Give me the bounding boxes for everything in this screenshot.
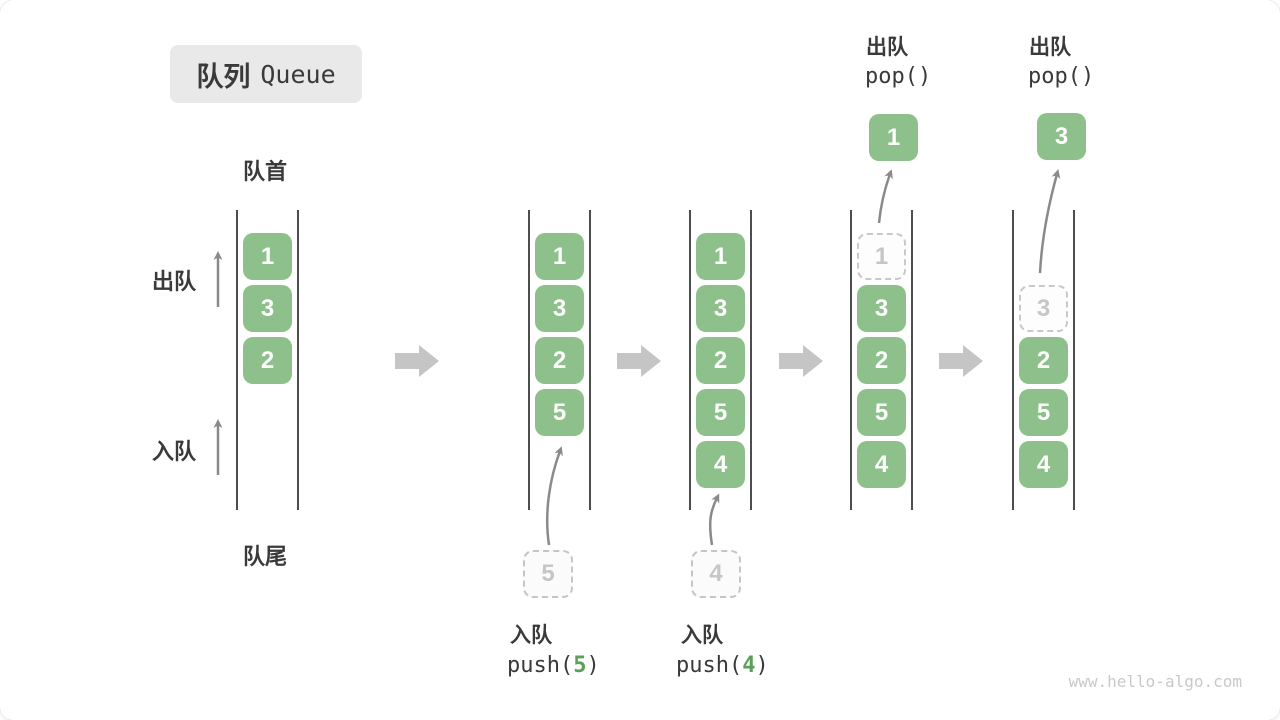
removed-element-slot: 3 (1019, 285, 1068, 332)
dequeue-op-code: pop() (1028, 64, 1095, 89)
title-english: Queue (260, 59, 336, 89)
push-close: ) (755, 653, 769, 678)
queue-wall (297, 210, 299, 510)
queue-wall (236, 210, 238, 510)
queue-element: 3 (535, 285, 584, 332)
dequeue-arrow-pop1 (877, 169, 893, 224)
staged-element: 5 (523, 550, 573, 598)
removed-element-slot: 1 (857, 233, 906, 280)
push-arg: 4 (742, 653, 756, 678)
queue-element: 2 (696, 337, 745, 384)
queue-element: 4 (1019, 441, 1068, 488)
push-fn: push( (676, 653, 743, 678)
push-arg: 5 (573, 653, 587, 678)
queue-element: 1 (243, 233, 292, 280)
enqueue-op-code: push(4) (676, 653, 769, 678)
popped-element: 3 (1037, 113, 1086, 160)
enqueue-arrow-push4 (708, 493, 720, 546)
queue-element: 5 (857, 389, 906, 436)
title-chinese: 队列 (196, 61, 251, 92)
dequeue-op-label: 出队 (866, 36, 908, 59)
enqueue-op-label: 入队 (510, 624, 552, 647)
staged-element: 4 (691, 550, 741, 598)
transition-arrow-icon (395, 345, 439, 377)
queue-wall (689, 210, 691, 510)
queue-element: 2 (243, 337, 292, 384)
dequeue-side-label: 出队 (152, 269, 197, 294)
queue-element: 1 (535, 233, 584, 280)
queue-element: 2 (857, 337, 906, 384)
queue-wall (589, 210, 591, 510)
queue-wall (750, 210, 752, 510)
enqueue-op-label: 入队 (681, 624, 723, 647)
queue-element: 2 (1019, 337, 1068, 384)
queue-element: 3 (696, 285, 745, 332)
queue-rear-label: 队尾 (242, 544, 287, 569)
popped-element: 1 (869, 114, 918, 161)
queue-element: 4 (696, 441, 745, 488)
dequeue-arrow-pop3 (1038, 169, 1061, 274)
enqueue-arrow-push5 (546, 446, 563, 546)
queue-element: 5 (696, 389, 745, 436)
queue-wall (911, 210, 913, 510)
dequeue-op-code: pop() (865, 64, 932, 89)
queue-element: 5 (1019, 389, 1068, 436)
queue-element: 4 (857, 441, 906, 488)
queue-wall (850, 210, 852, 510)
enqueue-side-label: 入队 (152, 439, 197, 464)
queue-element: 1 (696, 233, 745, 280)
transition-arrow-icon (779, 345, 823, 377)
queue-wall (1012, 210, 1014, 510)
queue-element: 2 (535, 337, 584, 384)
transition-arrow-icon (939, 345, 983, 377)
queue-wall (1073, 210, 1075, 510)
enqueue-op-code: push(5) (507, 653, 600, 678)
queue-element: 3 (243, 285, 292, 332)
queue-element: 3 (857, 285, 906, 332)
transition-arrow-icon (617, 345, 661, 377)
push-fn: push( (507, 653, 574, 678)
dequeue-op-label: 出队 (1029, 36, 1071, 59)
queue-front-label: 队首 (242, 159, 287, 184)
queue-element: 5 (535, 389, 584, 436)
watermark: www.hello-algo.com (1068, 672, 1242, 691)
queue-wall (528, 210, 530, 510)
push-close: ) (586, 653, 600, 678)
title-badge: 队列 Queue (170, 45, 362, 103)
